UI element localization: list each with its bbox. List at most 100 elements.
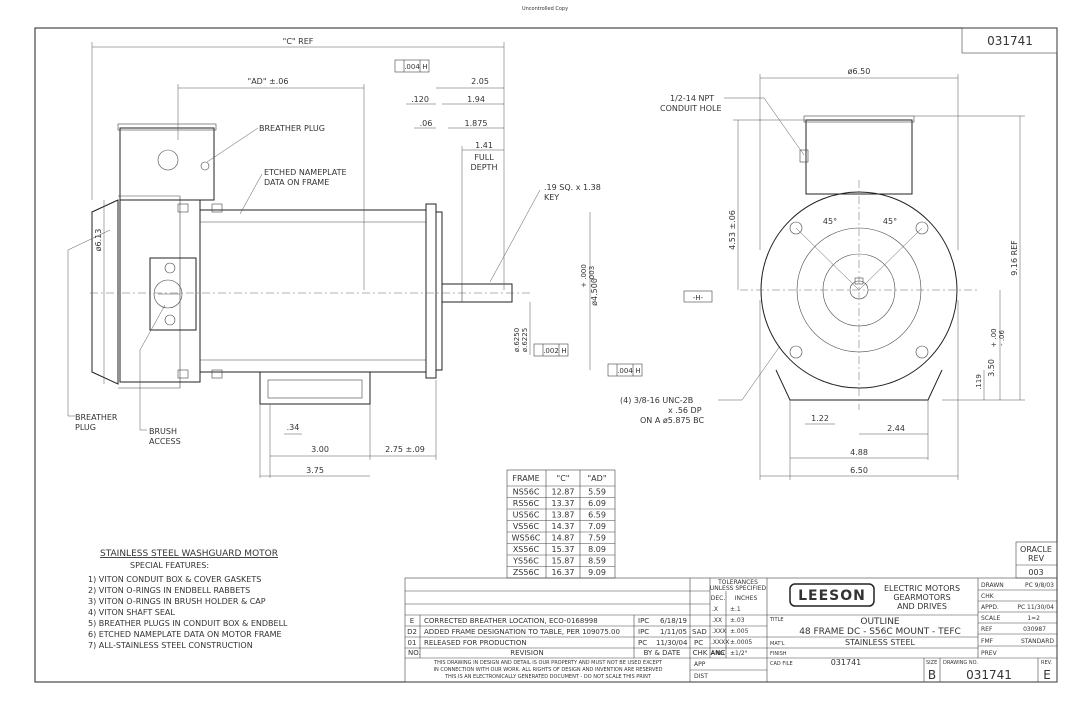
end-dimensions: ø6.50 1/2-14 NPT CONDUIT HOLE 4.53 ±.06 … xyxy=(620,67,1025,480)
leeson-logo-text: LEESON xyxy=(798,588,866,604)
end-view xyxy=(740,115,980,410)
dim-shaft-dia-2: ø.6225 xyxy=(521,328,529,352)
tol-val: ±1/2° xyxy=(730,650,748,657)
tol-val: ±.1 xyxy=(730,606,741,613)
angle-45-right: 45° xyxy=(883,217,897,226)
approval-value: PC 11/30/04 xyxy=(1017,604,1054,611)
rev-header-anc: ANC xyxy=(711,649,726,657)
rev-letter: 01 xyxy=(408,639,417,647)
rev-desc: CORRECTED BREATHER LOCATION, ECO-0168998 xyxy=(424,617,598,625)
size-label: SIZE xyxy=(926,660,937,666)
dim-pilot-tol-minus: - .003 xyxy=(588,266,596,286)
tol-val: ±.0005 xyxy=(730,639,752,646)
rev-value: E xyxy=(1043,668,1051,682)
frame-table-header-ad: "AD" xyxy=(588,474,607,483)
oracle-line-2: REV xyxy=(1028,554,1045,563)
dim-2-05: 2.05 xyxy=(471,77,489,86)
notes-subtitle: SPECIAL FEATURES: xyxy=(130,561,209,570)
dim-c-ref: "C" REF xyxy=(283,37,314,46)
cad-file-label: CAD FILE xyxy=(770,661,793,667)
frame-ad-cell: 8.09 xyxy=(588,545,606,554)
dim-06: .06 xyxy=(420,119,433,128)
approval-value: PC 9/8/03 xyxy=(1025,582,1054,589)
dim-dia-6-50-top: ø6.50 xyxy=(848,67,871,76)
note-item: 5) BREATHER PLUGS IN CONDUIT BOX & ENDBE… xyxy=(88,619,288,628)
tol-runout-shaft: .002 xyxy=(543,347,559,355)
rev-by: IPC xyxy=(638,628,649,636)
dim-pilot-tol-plus: + .000 xyxy=(580,264,588,288)
frame-c-cell: 12.87 xyxy=(552,488,575,497)
company-line: ELECTRIC MOTORS xyxy=(884,584,960,593)
rev-date: 6/18/19 xyxy=(660,617,687,625)
note-item: 7) ALL-STAINLESS STEEL CONSTRUCTION xyxy=(88,641,253,650)
frame-c-cell: 13.37 xyxy=(552,499,575,508)
dim-120: .120 xyxy=(411,95,429,104)
tolerances-dec: DEC. xyxy=(711,595,726,602)
approval-label: PREV xyxy=(981,650,998,657)
dim-1-22: 1.22 xyxy=(811,414,829,423)
approval-label: CHK xyxy=(981,593,995,600)
title-block: E CORRECTED BREATHER LOCATION, ECO-01689… xyxy=(404,577,1058,683)
frame-ad-cell: 7.59 xyxy=(588,534,606,543)
notes-title: STAINLESS STEEL WASHGUARD MOTOR xyxy=(100,549,278,559)
tol-runout-top: .004 xyxy=(404,63,420,71)
approval-label: SCALE xyxy=(981,615,1000,622)
leeson-logo xyxy=(789,583,875,607)
rev-by: PC xyxy=(638,639,647,647)
frame-ad-cell: 9.09 xyxy=(588,568,606,577)
rev-by: IPC xyxy=(638,617,649,625)
frame-table-header-frame: FRAME xyxy=(512,474,539,483)
tol-val: ±.005 xyxy=(730,628,749,635)
tol-runout-face: .004 xyxy=(617,367,633,375)
approval-label: REF xyxy=(981,626,993,633)
frame-ad-cell: 6.59 xyxy=(588,511,606,520)
rev-header-by-date: BY & DATE xyxy=(644,649,681,657)
frame-ad-cell: 5.59 xyxy=(588,488,606,497)
dim-dia-6-13: ø6.13 xyxy=(94,229,103,252)
dim-shaft-dia-1: ø.6250 xyxy=(513,328,521,352)
top-number-box xyxy=(961,27,1058,54)
frame-ad-cell: 8.59 xyxy=(588,557,606,566)
callout-breather-1: BREATHER xyxy=(75,413,118,422)
dim-2-44: 2.44 xyxy=(887,424,905,433)
dim-1-41: 1.41 xyxy=(475,141,493,150)
callout-etched-2: DATA ON FRAME xyxy=(264,178,329,187)
tol-dec: .XXXX xyxy=(711,639,729,646)
app-label: APP xyxy=(694,661,706,668)
tol-dec: .X xyxy=(712,606,718,613)
callout-brush-1: BRUSH xyxy=(149,427,177,436)
approval-value: 1=2 xyxy=(1027,615,1040,622)
disclaimer-line: IN CONNECTION WITH OUR WORK. ALL RIGHTS … xyxy=(434,667,663,673)
rev-label: REV. xyxy=(1041,660,1052,666)
datum-h-top: H xyxy=(422,63,427,71)
special-features-notes: STAINLESS STEEL WASHGUARD MOTOR SPECIAL … xyxy=(88,549,288,650)
top-drawing-number: 031741 xyxy=(987,34,1033,48)
tol-dec: ANG xyxy=(711,650,725,657)
tolerances-title-2: UNLESS SPECIFIED xyxy=(710,585,767,592)
key-callout-2: KEY xyxy=(544,193,559,202)
callout-npt-1: 1/2-14 NPT xyxy=(670,94,714,103)
tol-dec: .XXX xyxy=(712,628,726,635)
callout-etched-1: ETCHED NAMEPLATE xyxy=(264,168,347,177)
frame-name-cell: VS56C xyxy=(513,522,540,531)
dim-ad: "AD" ±.06 xyxy=(248,77,289,86)
rev-header-chk: CHK xyxy=(693,649,708,657)
dim-3-75: 3.75 xyxy=(306,466,324,475)
rev-date: 11/30/04 xyxy=(656,639,688,647)
frame-c-cell: 14.37 xyxy=(552,522,575,531)
dim-6-50-bottom: 6.50 xyxy=(850,466,868,475)
company-line: AND DRIVES xyxy=(897,602,947,611)
note-item: 1) VITON CONDUIT BOX & COVER GASKETS xyxy=(88,575,261,584)
dim-119: .119 xyxy=(975,374,983,390)
frame-name-cell: WS56C xyxy=(512,534,541,543)
dist-label: DIST xyxy=(694,673,708,680)
approval-label: DRAWN xyxy=(981,582,1004,589)
rev-chk: PC xyxy=(694,639,703,647)
label-full: FULL xyxy=(474,153,494,162)
dim-1-875: 1.875 xyxy=(465,119,488,128)
frame-table-header-c: "C" xyxy=(557,474,570,483)
label-depth: DEPTH xyxy=(471,163,498,172)
rev-date: 1/11/05 xyxy=(660,628,687,636)
